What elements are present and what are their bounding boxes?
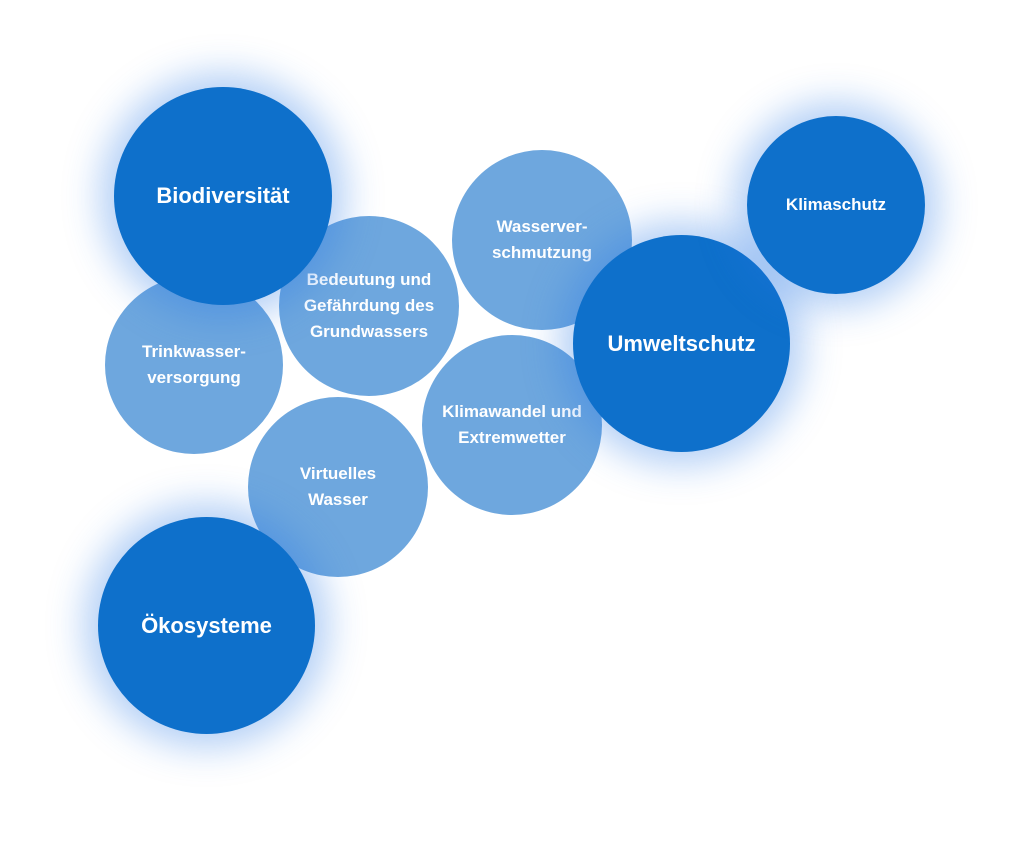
bubble-label: Umweltschutz bbox=[607, 330, 756, 356]
bubble-wasserverschmutzung: Wasserver- schmutzung bbox=[452, 150, 632, 330]
bubble-grundwasser: Bedeutung und Gefährdung des Grundwasser… bbox=[279, 216, 459, 396]
bubble-label: Virtuelles Wasser bbox=[299, 464, 377, 509]
bubble-label: Wasserver- schmutzung bbox=[491, 217, 593, 262]
bubble-trinkwasserversorgung: Trinkwasser- versorgung bbox=[105, 276, 283, 454]
bubble-klimawandel: Klimawandel und Extremwetter bbox=[422, 335, 602, 515]
bubble-oekosysteme: Ökosysteme bbox=[98, 517, 315, 734]
bubble-klimaschutz: Klimaschutz bbox=[747, 116, 925, 294]
bubble-label: Bedeutung und Gefährdung des Grundwasser… bbox=[303, 270, 435, 341]
bubble-virtuelles-wasser: Virtuelles Wasser bbox=[248, 397, 428, 577]
bubble-label: Biodiversität bbox=[156, 183, 290, 208]
bubble-label: Ökosysteme bbox=[141, 612, 272, 638]
bubble-label: Trinkwasser- versorgung bbox=[142, 342, 246, 387]
bubble-label: Klimaschutz bbox=[785, 195, 887, 214]
bubble-umweltschutz: Umweltschutz bbox=[573, 235, 790, 452]
bubble-biodiversitaet: Biodiversität bbox=[114, 87, 332, 305]
bubble-label: Klimawandel und Extremwetter bbox=[442, 402, 582, 447]
